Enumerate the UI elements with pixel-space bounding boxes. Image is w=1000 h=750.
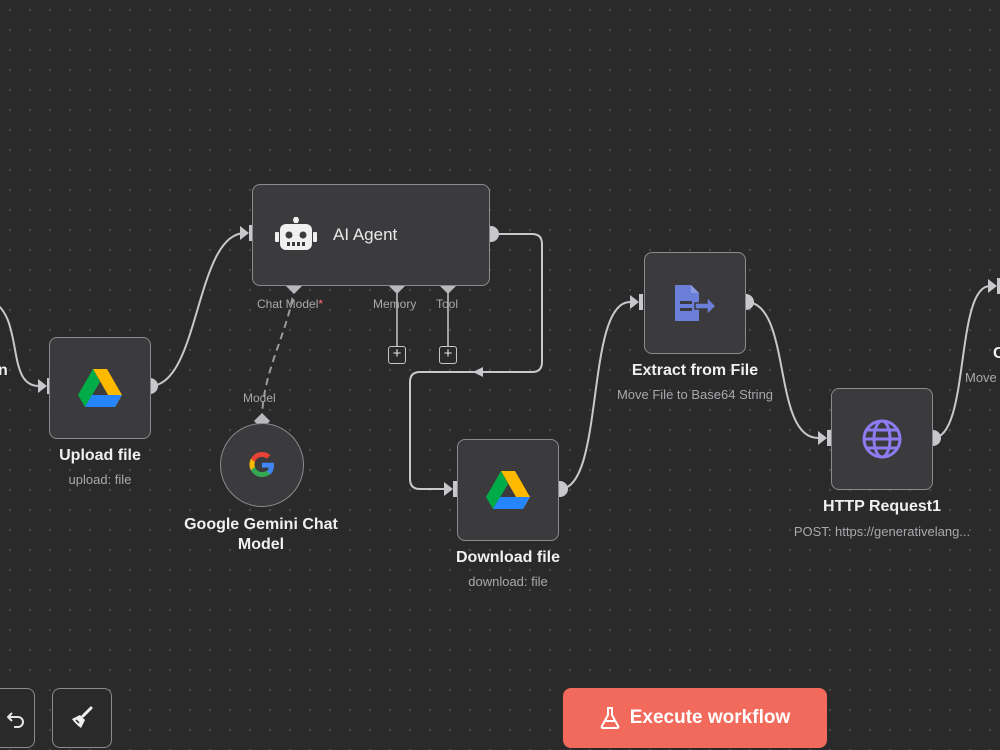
google-g-icon <box>249 452 274 477</box>
upload-file-title: Upload file <box>59 447 141 464</box>
gemini-title-line1: Google Gemini Chat <box>184 516 338 533</box>
model-port-label: Model <box>243 391 276 405</box>
add-memory-button[interactable]: + <box>388 346 406 364</box>
http-request-node[interactable] <box>831 388 933 490</box>
extract-from-file-subtitle: Move File to Base64 String <box>616 387 774 402</box>
right-node-subtitle-fragment: Move <box>965 370 997 385</box>
extract-from-file-node[interactable] <box>644 252 746 354</box>
memory-port-label: Memory <box>373 297 417 311</box>
wire-arrow <box>473 367 483 377</box>
ai-agent-node[interactable]: AI Agent <box>252 184 490 286</box>
download-file-subtitle: download: file <box>468 574 548 589</box>
google-drive-icon <box>78 369 122 407</box>
document-arrow-icon <box>675 285 717 321</box>
upload-file-subtitle: upload: file <box>68 472 132 487</box>
left-node-title-fragment: n <box>0 362 8 379</box>
globe-icon <box>862 419 902 459</box>
ai-agent-title: AI Agent <box>333 225 398 244</box>
wire-upload-to-agent <box>149 232 246 387</box>
flask-icon <box>600 707 620 729</box>
add-tool-button[interactable]: + <box>439 346 457 364</box>
broom-icon <box>72 706 93 728</box>
chat-model-port-label: Chat Model* <box>257 297 324 311</box>
undo-icon <box>7 712 24 728</box>
http-request-title: HTTP Request1 <box>823 498 941 515</box>
download-file-title: Download file <box>456 549 560 566</box>
robot-icon <box>275 217 317 250</box>
upload-file-node[interactable] <box>49 337 151 439</box>
google-drive-icon <box>486 471 530 509</box>
required-mark: * <box>318 297 324 311</box>
right-node-title-fragment: C <box>993 345 1000 362</box>
wire-http-to-right <box>932 285 991 439</box>
extract-from-file-title: Extract from File <box>631 362 759 379</box>
gemini-title-line2: Model <box>237 536 285 553</box>
download-file-node[interactable] <box>457 439 559 541</box>
tool-port-label: Tool <box>436 297 459 311</box>
undo-button[interactable] <box>0 688 35 748</box>
clear-execution-button[interactable] <box>52 688 112 748</box>
execute-workflow-button[interactable]: Execute workflow <box>563 688 827 748</box>
google-gemini-chat-model-node[interactable] <box>220 423 304 507</box>
http-request-subtitle: POST: https://generativelang... <box>793 524 971 539</box>
execute-workflow-label: Execute workflow <box>629 707 791 728</box>
